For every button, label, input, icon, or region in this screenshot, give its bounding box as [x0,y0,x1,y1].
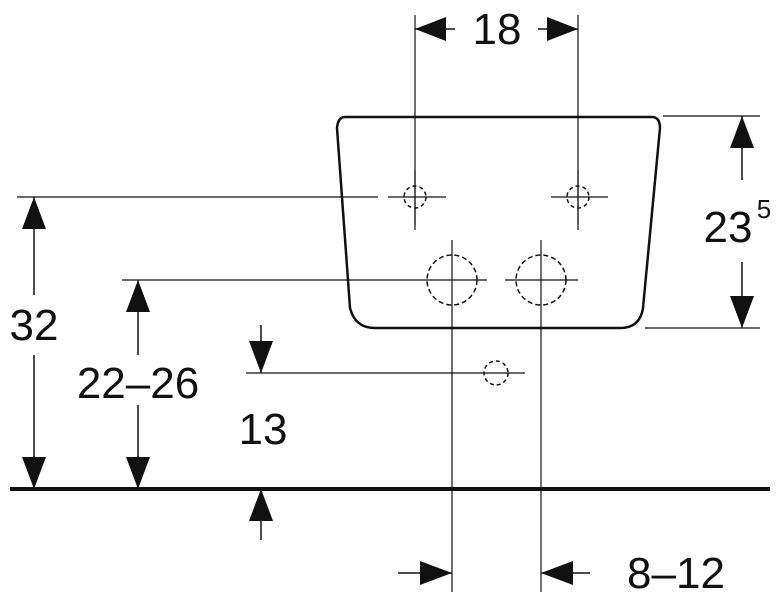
dimension-tank-height: 23 5 [645,115,771,329]
dimension-lower-inlet-height: 13 [239,325,468,540]
tank-height-label: 23 [704,203,753,252]
upper-right-hole-icon [551,170,608,225]
upper-left-hole-icon [388,170,446,225]
dimension-total-height: 32 [10,196,378,489]
dimension-hole-spacing: 18 [414,5,579,230]
total-height-label: 32 [10,301,59,350]
lower-inlet-height-label: 13 [239,405,288,454]
offset-range-label: 8–12 [627,549,725,592]
lower-right-hole-icon [505,240,578,320]
hole-spacing-label: 18 [473,5,522,54]
lower-left-hole-icon [407,240,487,320]
dimension-inlet-height-range: 22–26 [77,279,407,489]
tank-height-superscript: 5 [757,194,771,224]
dimension-offset-range: 8–12 [398,549,725,592]
lower-small-hole-icon [468,360,525,386]
inlet-height-range-label: 22–26 [77,359,199,408]
tank-outline [335,115,662,330]
